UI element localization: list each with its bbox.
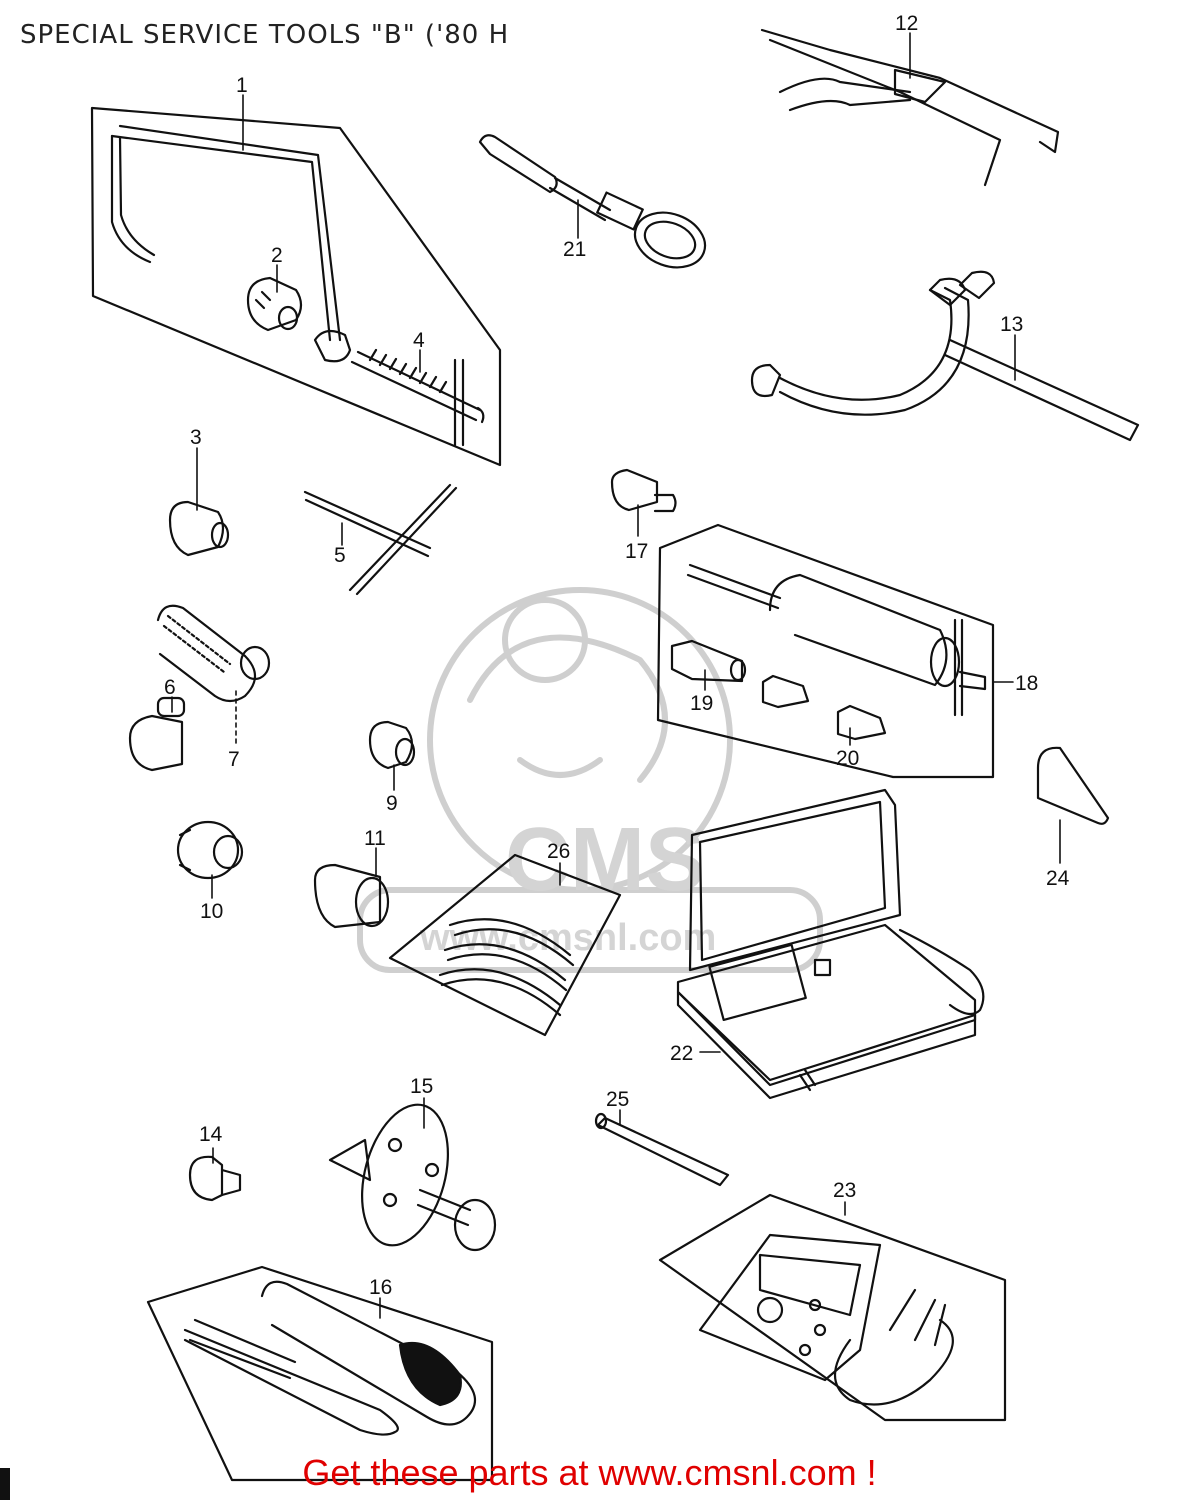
- callout-20: 20: [836, 747, 859, 770]
- page-title: SPECIAL SERVICE TOOLS "B" ('80 H: [20, 20, 510, 50]
- part-10-adapter: [176, 820, 244, 880]
- callout-11: 11: [364, 827, 386, 850]
- part-22-tester-case: [676, 788, 985, 1100]
- callout-9: 9: [386, 792, 398, 815]
- callout-5: 5: [334, 544, 346, 567]
- callout-24: 24: [1046, 867, 1070, 890]
- part-20-adapters: [761, 674, 887, 741]
- callout-15: 15: [410, 1075, 433, 1098]
- part-9-adapter: [368, 720, 416, 770]
- part-4-puller-bolt: [350, 348, 485, 447]
- part-19-adapter: [670, 639, 747, 683]
- part-15-puller: [328, 1103, 497, 1252]
- part-1-kit: [90, 106, 502, 467]
- callout-25: 25: [606, 1088, 629, 1111]
- callout-4: 4: [413, 329, 425, 352]
- callout-3: 3: [190, 426, 202, 449]
- callout-16: 16: [369, 1276, 392, 1299]
- callout-12: 12: [895, 12, 918, 35]
- callout-23: 23: [833, 1179, 856, 1202]
- part-11-driver: [313, 863, 390, 929]
- callout-14: 14: [199, 1123, 223, 1146]
- callout-13: 13: [1000, 313, 1023, 336]
- callout-17: 17: [625, 540, 648, 563]
- corner-mark: [0, 1468, 10, 1500]
- part-25-pin: [594, 1112, 730, 1187]
- footer-link[interactable]: Get these parts at www.cmsnl.com !: [302, 1452, 877, 1493]
- part-7-knurled-driver: [156, 604, 271, 703]
- callout-7: 7: [228, 748, 240, 771]
- callout-26: 26: [547, 840, 570, 863]
- callout-19: 19: [690, 692, 713, 715]
- part-2-adapter: [246, 276, 303, 332]
- part-24-cone: [1036, 746, 1110, 825]
- watermark-text: CMS: [505, 810, 705, 910]
- callout-10: 10: [200, 900, 223, 923]
- callout-18: 18: [1015, 672, 1038, 695]
- part-23-multimeter: [658, 1193, 1007, 1422]
- part-3-adapter: [168, 500, 230, 557]
- part-21-wrench: [478, 134, 707, 269]
- part-12-pliers: [760, 28, 1060, 187]
- callout-6: 6: [164, 676, 176, 699]
- part-26-kit: [388, 853, 622, 1037]
- part-16-kit: [146, 1265, 494, 1482]
- callout-1: 1: [236, 74, 248, 97]
- part-17-adapter: [610, 468, 677, 513]
- part-6-driver-head: [128, 696, 186, 772]
- callout-22: 22: [670, 1042, 693, 1065]
- callout-21: 21: [563, 238, 586, 261]
- part-5-t-handle: [303, 483, 458, 596]
- part-18-kit: [656, 523, 995, 779]
- callout-2: 2: [271, 244, 283, 267]
- part-13-holder: [750, 270, 1140, 442]
- watermark-logo: [357, 587, 823, 973]
- callout-labels: 1 2 3 4 5 6 7 9 10 11 12 13 14 15 16 17 …: [164, 12, 1070, 1299]
- part-14-adapter: [188, 1155, 242, 1202]
